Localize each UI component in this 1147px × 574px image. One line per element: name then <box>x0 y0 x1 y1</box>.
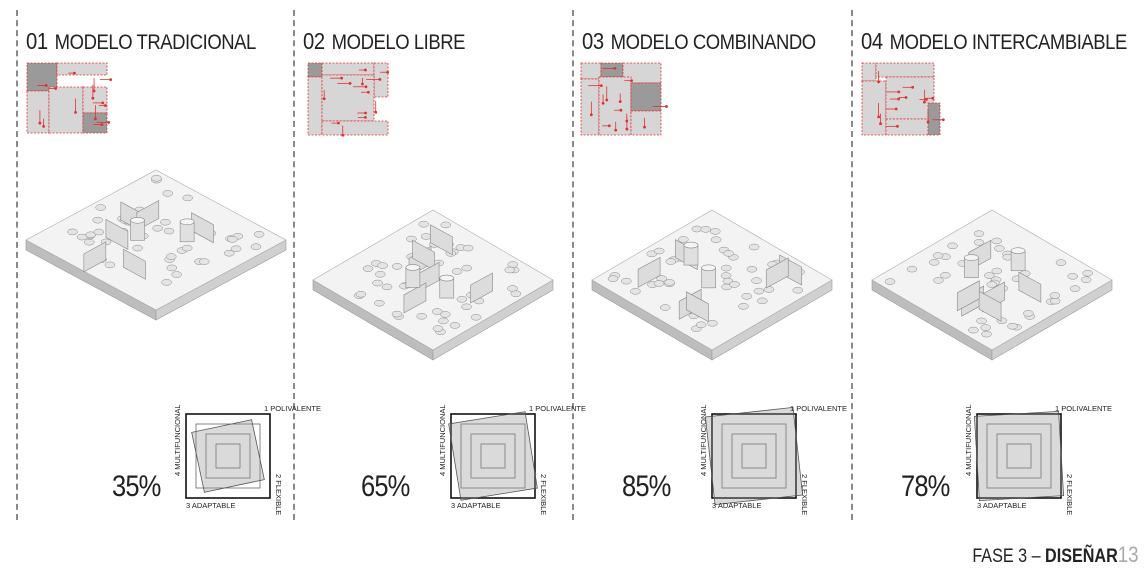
radar-axis-label: 4 MULTIFUNCIONAL <box>699 404 708 476</box>
isometric-office-view <box>591 209 833 361</box>
model-column-3: 03 MODELO COMBINANDO 1 POLIVALENTE 3 ADAPT… <box>572 0 852 540</box>
radar-axis-label: 4 MULTIFUNCIONAL <box>964 404 973 476</box>
radar-chart: 1 POLIVALENTE 3 ADAPTABLE 2 FLEXIBLE 4 MULT… <box>699 404 847 515</box>
radar-chart: 1 POLIVALENTE 3 ADAPTABLE 2 FLEXIBLE 4 MULT… <box>173 404 321 515</box>
column-divider <box>293 10 295 520</box>
radar-axis-label: 3 ADAPTABLE <box>451 501 500 510</box>
page-number: 13 <box>1118 542 1139 567</box>
model-number: 01 <box>26 28 48 54</box>
floor-plan-diagram <box>580 62 668 136</box>
footer-phase: FASE 3 – <box>972 546 1046 567</box>
model-name: MODELO TRADICIONAL <box>54 31 257 54</box>
model-column-4: 04 MODELO INTERCAMBIABLE 1 POLIVALENTE 3 A… <box>851 0 1131 540</box>
score-percent: 35% <box>112 470 161 503</box>
model-number: 02 <box>303 28 325 54</box>
model-title: 01 MODELO TRADICIONAL <box>26 28 256 55</box>
floor-plan-diagram <box>861 62 945 136</box>
model-name: MODELO INTERCAMBIABLE <box>889 31 1128 54</box>
column-divider <box>572 10 574 520</box>
score-percent: 85% <box>622 470 671 503</box>
radar-axis-label: 4 MULTIFUNCIONAL <box>173 404 182 476</box>
column-divider <box>851 10 853 520</box>
radar-axis-label: 1 POLIVALENTE <box>790 404 847 413</box>
radar-chart: 1 POLIVALENTE 3 ADAPTABLE 2 FLEXIBLE 4 MULT… <box>438 404 586 515</box>
page-footer: FASE 3 – DISEÑAR13 <box>973 542 1139 568</box>
radar-axis-label: 3 ADAPTABLE <box>977 501 1026 510</box>
radar-chart: 1 POLIVALENTE 3 ADAPTABLE 2 FLEXIBLE 4 MULT… <box>964 404 1112 515</box>
radar-axis-label: 3 ADAPTABLE <box>712 501 761 510</box>
model-title: 03 MODELO COMBINANDO <box>582 28 816 55</box>
radar-axis-label: 1 POLIVALENTE <box>1055 404 1112 413</box>
model-number: 04 <box>861 28 883 54</box>
model-number: 03 <box>582 28 604 54</box>
model-column-1: 01 MODELO TRADICIONAL 1 POLIVALENTE 3 ADAP… <box>16 0 321 540</box>
model-name: MODELO LIBRE <box>331 31 466 54</box>
radar-axis-label: 1 POLIVALENTE <box>264 404 321 413</box>
model-title: 02 MODELO LIBRE <box>303 28 465 55</box>
radar-axis-label: 2 FLEXIBLE <box>274 474 283 515</box>
model-column-2: 02 MODELO LIBRE 1 POLIVALENTE 3 ADAPTABLE 2… <box>293 0 586 540</box>
radar-axis-label: 4 MULTIFUNCIONAL <box>438 404 447 476</box>
isometric-office-view <box>25 169 287 321</box>
model-title: 04 MODELO INTERCAMBIABLE <box>861 28 1127 55</box>
radar-axis-label: 3 ADAPTABLE <box>186 501 235 510</box>
footer-section: DISEÑAR <box>1045 546 1119 567</box>
radar-axis-label: 1 POLIVALENTE <box>529 404 586 413</box>
floor-plan-diagram <box>307 62 390 137</box>
score-percent: 78% <box>901 470 950 503</box>
floor-plan-diagram <box>26 62 113 134</box>
radar-axis-label: 2 FLEXIBLE <box>1065 474 1074 515</box>
score-percent: 65% <box>361 470 410 503</box>
radar-axis-label: 2 FLEXIBLE <box>800 474 809 515</box>
radar-axis-label: 2 FLEXIBLE <box>539 474 548 515</box>
isometric-office-view <box>871 209 1113 361</box>
model-name: MODELO COMBINANDO <box>610 31 817 54</box>
column-divider <box>16 10 18 520</box>
isometric-office-view <box>312 209 554 361</box>
